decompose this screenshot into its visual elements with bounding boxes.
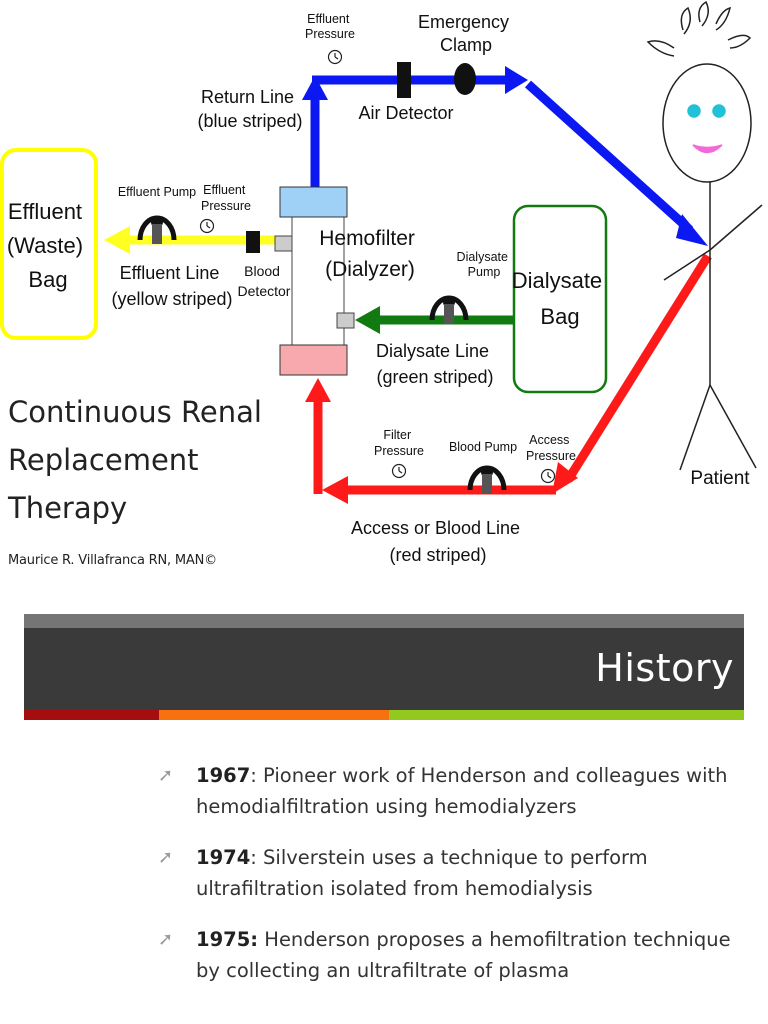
svg-text:Hemofilter (Dialyzer): Hemofilter (Dialyzer)	[319, 227, 421, 281]
effluent-bag	[0, 148, 98, 340]
effluent-bag-label: Effluent	[8, 199, 82, 224]
svg-text:Dialysate Line (green: Dialysate Line (green striped)	[376, 341, 494, 387]
return-line-blue	[302, 66, 708, 246]
hemofilter	[274, 186, 355, 376]
bullet-year: 1975:	[196, 928, 259, 951]
patient-figure	[646, 0, 763, 471]
blood-pump-label: Blood Pump	[449, 440, 517, 454]
stripe-green	[389, 710, 744, 720]
slide-crrt-diagram: Effluent Pressure Emergency Clamp Return…	[0, 0, 763, 568]
emergency-clamp-label: Emergency	[418, 12, 509, 32]
svg-text:Blood Detector: Blood Detector	[238, 263, 291, 299]
header-top-bar	[24, 614, 744, 628]
svg-text:Return Line (blue stri: Return Line (blue striped)	[197, 87, 302, 131]
bullet-text: : Silverstein uses a technique to perfor…	[196, 846, 648, 900]
svg-text:Effluent (Waste): Effluent (Waste) Bag	[7, 199, 89, 292]
dialysate-bag-label: Dialysate	[512, 268, 602, 293]
slide-title: Continuous Renal Replacement Therapy	[8, 395, 262, 525]
effluent-pressure-left-label: Effluent	[203, 183, 246, 197]
svg-text:Effluent Line (yellow: Effluent Line (yellow striped)	[111, 263, 232, 309]
dialysate-line-label: Dialysate Line	[376, 341, 489, 361]
effluent-line-label: Effluent Line	[120, 263, 220, 283]
blood-detector-icon	[246, 231, 260, 253]
access-pressure-gauge	[540, 468, 556, 484]
arrow-up-right-icon: ➚	[158, 765, 174, 786]
effluent-pump-label: Effluent Pump	[118, 185, 196, 199]
history-bullets: ➚ 1967: Pioneer work of Henderson and co…	[158, 760, 748, 1006]
history-title: History	[595, 646, 734, 690]
air-detector-icon	[397, 62, 411, 98]
color-stripes	[24, 710, 744, 720]
svg-text:Emergency Clamp: Emergency Clamp	[418, 12, 514, 55]
bullet-year: 1974	[196, 846, 251, 869]
effluent-pressure-gauge-left	[199, 218, 215, 234]
bullet-item: ➚ 1975: Henderson proposes a hemofiltrat…	[158, 924, 748, 986]
svg-text:Effluent Pressure: Effluent Pressure	[201, 183, 251, 213]
dialysate-bag	[512, 204, 608, 394]
header-band: History	[24, 628, 744, 710]
hemofilter-label: Hemofilter	[319, 227, 415, 250]
svg-text:Filter Pressure: Filter Pressure	[374, 428, 424, 458]
bullet-item: ➚ 1967: Pioneer work of Henderson and co…	[158, 760, 748, 822]
arrow-up-right-icon: ➚	[158, 929, 174, 950]
bullet-year: 1967	[196, 764, 251, 787]
effluent-pressure-gauge-top	[327, 49, 343, 65]
filter-pressure-gauge	[391, 463, 407, 479]
svg-text:Access or Blood Line (: Access or Blood Line (red striped)	[351, 518, 525, 565]
emergency-clamp-icon	[454, 63, 476, 95]
stripe-orange	[159, 710, 389, 720]
svg-text:Dialysate Bag: Dialysate Bag	[512, 268, 609, 329]
dialysate-pump-icon	[429, 295, 469, 324]
crrt-circuit-diagram: Effluent Pressure Emergency Clamp Return…	[0, 0, 763, 565]
access-pressure-label: Access	[529, 433, 569, 447]
access-line-red	[305, 253, 712, 504]
effluent-pressure-top-label: Effluent	[307, 12, 350, 26]
svg-text:Access Pressure: Access Pressure	[526, 433, 576, 463]
slide-history: History ➚ 1967: Pioneer work of Henderso…	[0, 590, 768, 1024]
filter-pressure-label: Filter	[383, 428, 411, 442]
svg-text:Effluent Pressure: Effluent Pressure	[305, 12, 355, 41]
access-line-label: Access or Blood Line	[351, 518, 520, 538]
effluent-pump-icon	[137, 215, 177, 244]
arrow-up-right-icon: ➚	[158, 847, 174, 868]
patient-label: Patient	[690, 468, 750, 489]
bullet-item: ➚ 1974: Silverstein uses a technique to …	[158, 842, 748, 904]
svg-text:Dialysate Pump: Dialysate Pump	[457, 250, 512, 279]
stripe-red	[24, 710, 159, 720]
blood-detector-label: Blood	[244, 263, 280, 279]
slide-author: Maurice R. Villafranca RN, MAN©	[8, 553, 217, 568]
air-detector-label: Air Detector	[358, 103, 453, 123]
dialysate-pump-label: Dialysate	[457, 250, 508, 264]
bullet-text: : Pioneer work of Henderson and colleagu…	[196, 764, 728, 818]
blood-pump-icon	[467, 465, 507, 494]
bullet-text: Henderson proposes a hemofiltration tech…	[196, 928, 731, 982]
return-line-label: Return Line	[201, 87, 294, 107]
diagram-labels: Effluent Pressure Emergency Clamp Return…	[7, 12, 750, 565]
